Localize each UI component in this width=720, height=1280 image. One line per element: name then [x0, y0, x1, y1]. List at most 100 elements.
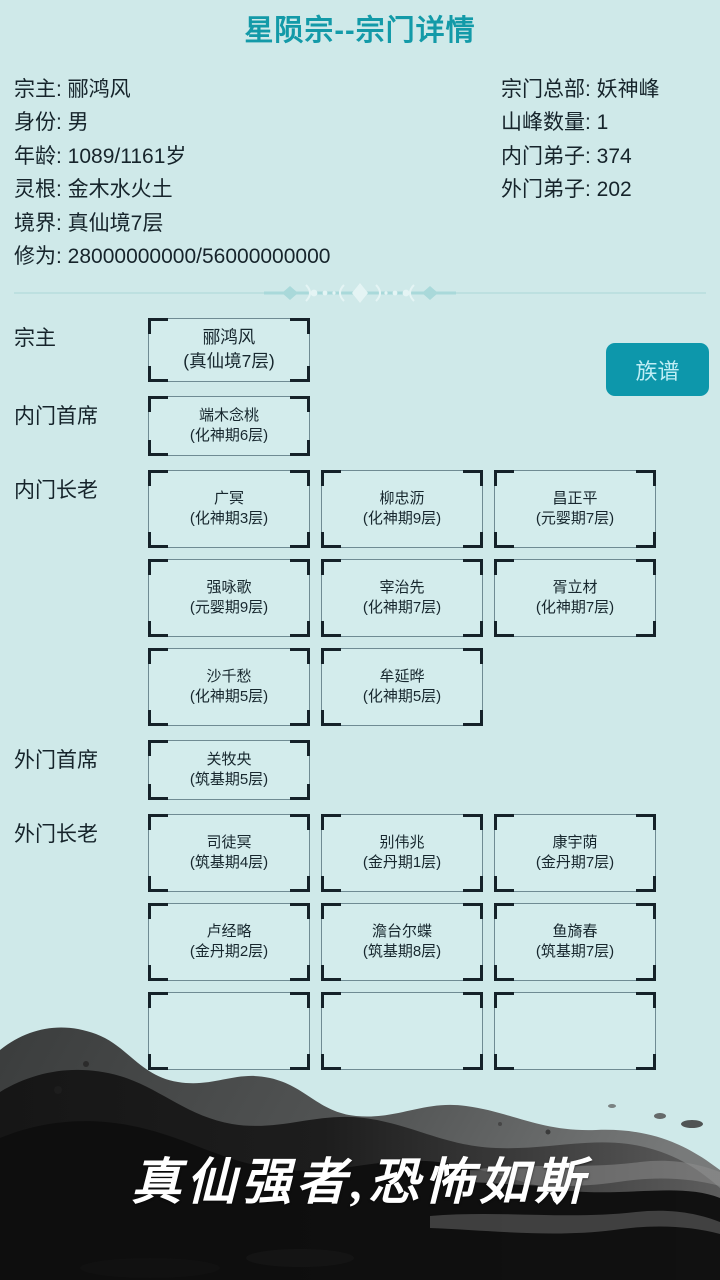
member-realm: (化神期6层)	[189, 426, 269, 444]
info-line-spirit-root: 灵根: 金木水火土	[14, 178, 173, 202]
card-corner-bottom-right-icon	[463, 875, 483, 892]
member-name: 康宇荫	[552, 833, 598, 851]
card-corner-bottom-left-icon	[321, 620, 341, 637]
member-card[interactable]: 澹台尔蝶(筑基期8层)	[321, 902, 483, 981]
roster-row: 外门长老司徒冥(筑基期4层)别伟兆(金丹期1层)康宇荫(金丹期7层)卢经略(金丹…	[14, 813, 706, 1070]
card-corner-bottom-left-icon	[321, 875, 341, 892]
member-name: 卢经略	[206, 922, 252, 940]
member-card[interactable]: 卢经略 (金丹期2层)	[148, 902, 310, 981]
member-realm: (化神期9层)	[362, 509, 442, 527]
member-realm: (筑基期4层)	[189, 853, 269, 871]
member-card[interactable]	[321, 991, 483, 1070]
member-name: 强咏歌	[206, 578, 252, 596]
member-card[interactable]: 鱼旖春(筑基期7层)	[494, 902, 656, 981]
member-name: 澹台尔蝶	[371, 922, 432, 940]
card-corner-bottom-right-icon	[290, 709, 310, 726]
member-realm: (金丹期1层)	[362, 853, 442, 871]
card-corner-bottom-right-icon	[463, 531, 483, 548]
member-realm: (化神期7层)	[362, 598, 442, 616]
card-corner-bottom-left-icon	[494, 620, 514, 637]
card-corner-bottom-left-icon	[148, 709, 168, 726]
member-card[interactable]: 别伟兆 (金丹期1层)	[321, 813, 483, 892]
member-card[interactable]: 强咏歌 (元婴期9层)	[148, 558, 310, 637]
card-corner-bottom-left-icon	[148, 964, 168, 981]
member-name: 宰治先	[379, 578, 425, 596]
member-name: 关牧央	[206, 750, 252, 768]
info-line-master: 宗主: 郦鸿风	[14, 77, 131, 101]
member-realm: (化神期5层)	[189, 687, 269, 705]
card-corner-bottom-left-icon	[494, 531, 514, 548]
roster-card-grid: 端木念桃(化神期6层)	[148, 395, 706, 456]
member-realm: (化神期7层)	[535, 598, 615, 616]
member-card[interactable]: 广冥 (化神期3层)	[148, 469, 310, 548]
roster-card-grid: 广冥 (化神期3层) 柳忠沥(化神期9层)昌正平(元婴期7层) 强咏歌 (元婴期9层) 宰…	[148, 469, 706, 726]
roster-row: 内门长老 广冥 (化神期3层) 柳忠沥(化神期9层)昌正平(元婴期7层) 强咏歌 (元婴期…	[14, 469, 706, 726]
card-corner-bottom-left-icon	[148, 875, 168, 892]
member-card[interactable]: 康宇荫(金丹期7层)	[494, 813, 656, 892]
member-card[interactable]: 昌正平(元婴期7层)	[494, 469, 656, 548]
member-realm: (金丹期2层)	[189, 942, 269, 960]
card-corner-bottom-right-icon	[463, 620, 483, 637]
card-corner-bottom-right-icon	[463, 1053, 483, 1070]
card-corner-bottom-right-icon	[290, 531, 310, 548]
page-title: 星陨宗--宗门详情	[244, 15, 476, 47]
member-card[interactable]: 郦鸿风(真仙境7层)	[148, 317, 310, 382]
card-corner-bottom-right-icon	[290, 439, 310, 456]
member-realm: (真仙境7层)	[183, 350, 275, 371]
card-corner-bottom-right-icon	[463, 964, 483, 981]
member-name: 郦鸿风	[202, 327, 256, 348]
info-line-realm: 境界: 真仙境7层	[14, 211, 164, 235]
member-realm: (元婴期7层)	[535, 509, 615, 527]
card-corner-bottom-right-icon	[290, 365, 310, 382]
card-corner-bottom-left-icon	[321, 964, 341, 981]
card-corner-bottom-left-icon	[494, 875, 514, 892]
member-realm: (化神期3层)	[189, 509, 269, 527]
card-corner-bottom-left-icon	[321, 1053, 341, 1070]
member-card[interactable]	[148, 991, 310, 1070]
member-card[interactable]	[494, 991, 656, 1070]
card-corner-bottom-right-icon	[290, 875, 310, 892]
genealogy-button[interactable]: 族谱	[606, 343, 709, 396]
member-card[interactable]: 关牧央(筑基期5层)	[148, 739, 310, 800]
ink-caption-text: 真仙强者,恐怖如斯	[131, 1154, 589, 1210]
member-name: 沙千愁	[206, 667, 252, 685]
roster-row-label: 宗主	[14, 326, 56, 350]
member-name: 别伟兆	[379, 833, 425, 851]
member-realm: (筑基期7层)	[535, 942, 615, 960]
card-corner-bottom-left-icon	[494, 964, 514, 981]
info-line-gender: 身份: 男	[14, 111, 89, 135]
card-corner-bottom-left-icon	[494, 1053, 514, 1070]
card-corner-bottom-left-icon	[148, 620, 168, 637]
card-corner-bottom-right-icon	[636, 620, 656, 637]
member-name: 胥立材	[552, 578, 598, 596]
member-card[interactable]: 柳忠沥(化神期9层)	[321, 469, 483, 548]
info-line-outer-disciples: 外门弟子: 202	[501, 178, 632, 202]
roster-card-grid: 关牧央(筑基期5层)	[148, 739, 706, 800]
member-card[interactable]: 牟延晔(化神期5层)	[321, 647, 483, 726]
sect-roster: 宗主 郦鸿风(真仙境7层) 内门首席 端木念桃(化神期6层) 内门长老 广冥 (化神期3层)…	[0, 317, 720, 1070]
member-realm: (元婴期9层)	[189, 598, 269, 616]
roster-card-grid: 司徒冥(筑基期4层) 别伟兆 (金丹期1层) 康宇荫(金丹期7层) 卢经略 (金丹期2层)…	[148, 813, 706, 1070]
member-card[interactable]: 胥立材 (化神期7层)	[494, 558, 656, 637]
card-corner-bottom-left-icon	[148, 365, 168, 382]
info-line-age: 年龄: 1089/1161岁	[14, 144, 187, 168]
member-card[interactable]: 司徒冥(筑基期4层)	[148, 813, 310, 892]
member-card[interactable]: 宰治先 (化神期7层)	[321, 558, 483, 637]
member-card[interactable]: 沙千愁 (化神期5层)	[148, 647, 310, 726]
member-card[interactable]: 端木念桃(化神期6层)	[148, 395, 310, 456]
roster-row-label: 外门首席	[14, 748, 98, 772]
info-line-cultivation: 修为: 28000000000/56000000000	[14, 245, 331, 269]
roster-row-label: 内门首席	[14, 404, 98, 428]
card-corner-bottom-right-icon	[290, 620, 310, 637]
info-line-peak-count: 山峰数量: 1	[501, 111, 609, 135]
sect-info-panel: 宗主: 郦鸿风 身份: 男 年龄: 1089/1161岁 灵根: 金木水火土 境…	[0, 73, 720, 274]
roster-row-label: 内门长老	[14, 478, 98, 502]
roster-row: 宗主 郦鸿风(真仙境7层)	[14, 317, 706, 382]
member-name: 广冥	[213, 489, 244, 507]
card-corner-bottom-left-icon	[148, 439, 168, 456]
sect-info-right-column: 宗门总部: 妖神峰 山峰数量: 1 内门弟子: 374 外门弟子: 202	[501, 73, 706, 207]
card-corner-bottom-left-icon	[148, 531, 168, 548]
card-corner-bottom-left-icon	[321, 531, 341, 548]
card-corner-bottom-right-icon	[636, 964, 656, 981]
sect-info-left-column: 宗主: 郦鸿风 身份: 男 年龄: 1089/1161岁 灵根: 金木水火土 境…	[14, 73, 501, 274]
